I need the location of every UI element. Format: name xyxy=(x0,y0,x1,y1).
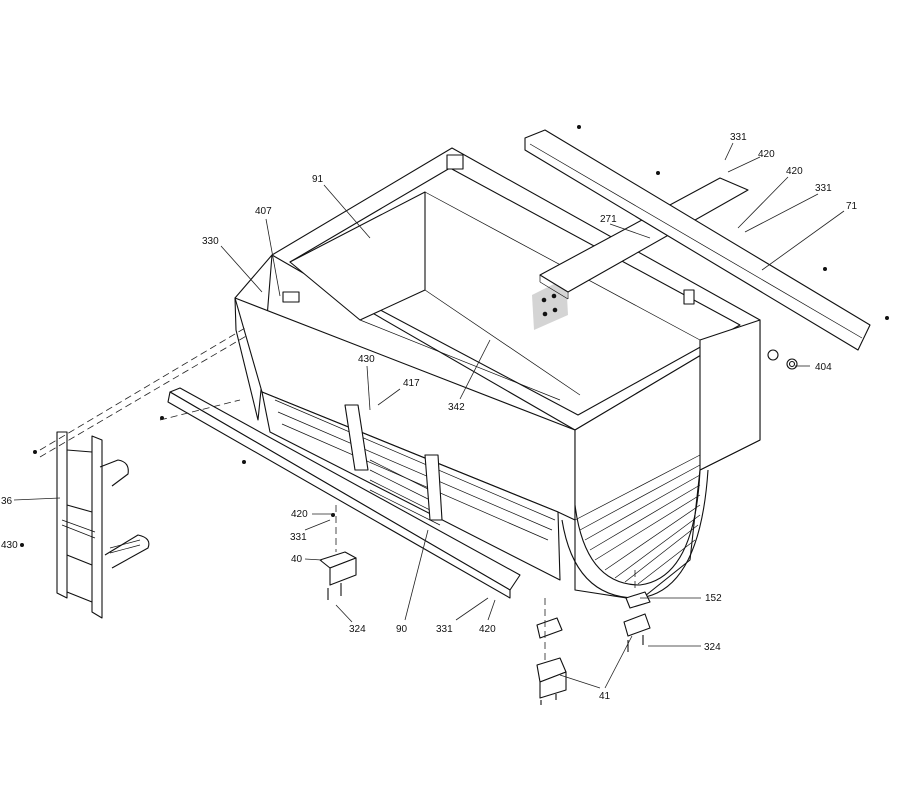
ladder-36 xyxy=(20,431,150,619)
callout-324-left: 324 xyxy=(349,624,366,635)
rail-71 xyxy=(524,125,889,351)
callout-331-bottom: 331 xyxy=(436,624,453,635)
callout-331-upper-right: 331 xyxy=(815,183,832,194)
skirt-bar-90 xyxy=(160,387,521,599)
callout-labels: 331 420 420 331 71 91 407 330 271 430 41… xyxy=(1,132,858,702)
callout-430-center: 430 xyxy=(358,354,375,365)
callout-324-right: 324 xyxy=(704,642,721,653)
label-plate xyxy=(532,278,568,330)
hopper-body xyxy=(234,147,761,601)
callout-90: 90 xyxy=(396,624,408,635)
callout-41: 41 xyxy=(599,691,611,702)
nut-404 xyxy=(767,349,798,370)
callout-152: 152 xyxy=(705,593,722,604)
callout-331-top: 331 xyxy=(730,132,747,143)
callout-71: 71 xyxy=(846,201,858,212)
ladder-assembly-lines xyxy=(39,327,249,458)
callout-342: 342 xyxy=(448,402,465,413)
mount-bracket-41 xyxy=(536,570,651,705)
callout-407: 407 xyxy=(255,206,272,217)
callout-330: 330 xyxy=(202,236,219,247)
callout-36: 36 xyxy=(1,496,13,507)
callout-420-lower-left: 420 xyxy=(291,509,308,520)
mount-bracket-40 xyxy=(319,505,357,600)
callout-40: 40 xyxy=(291,554,303,565)
callout-91: 91 xyxy=(312,174,324,185)
callout-331-lower-left: 331 xyxy=(290,532,307,543)
leader-lines xyxy=(13,142,845,689)
callout-420-upper-right: 420 xyxy=(786,166,803,177)
callout-271: 271 xyxy=(600,214,617,225)
callout-417: 417 xyxy=(403,378,420,389)
callout-430-left: 430 xyxy=(1,540,18,551)
callout-404: 404 xyxy=(815,362,832,373)
callout-420-bottom: 420 xyxy=(479,624,496,635)
callout-420-top: 420 xyxy=(758,149,775,160)
